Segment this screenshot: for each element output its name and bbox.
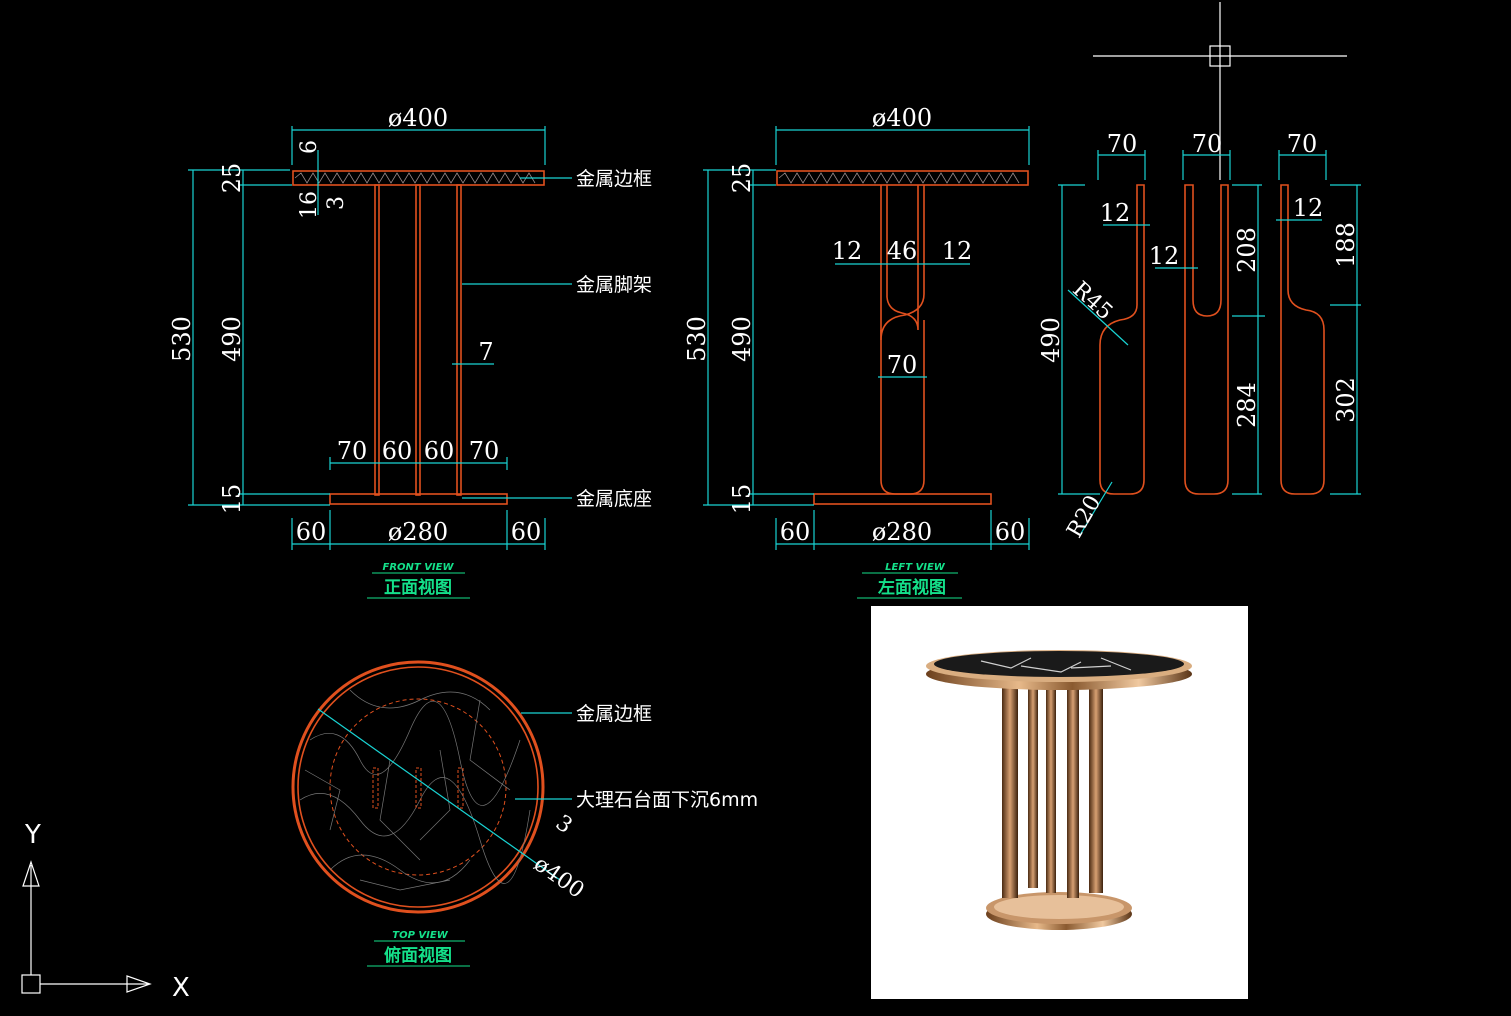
front-dim-3: 3 [324,196,349,210]
top-view-title-en: TOP VIEW [392,930,448,941]
table-render [926,650,1192,930]
leg2-width: 70 [1192,130,1223,158]
left-dim-25: 25 [728,163,756,194]
leg3-upper: 188 [1332,222,1360,268]
front-dim-70a: 70 [337,437,368,465]
front-dim-60l: 60 [296,518,327,546]
ucs-icon: Y X [21,820,190,1003]
front-label-frame: 金属边框 [576,168,652,190]
front-dim-15: 15 [218,484,246,515]
leg1-radius-45: R45 [1067,277,1117,325]
top-view: 金属边框 大理石台面下沉6mm 3 ø400 TOP VIEW 俯面视图 [291,660,758,967]
front-view-title-cn: 正面视图 [384,577,452,598]
leg3-thickness: 12 [1293,194,1324,222]
top-label-frame: 金属边框 [576,703,652,725]
leg1-height: 490 [1037,317,1065,363]
ucs-y-label: Y [24,820,41,850]
front-dim-60a: 60 [382,437,413,465]
front-dim-60r: 60 [511,518,542,546]
leg1-radius-20: R20 [1062,491,1106,542]
leg3-lower: 302 [1332,377,1360,423]
front-dim-25: 25 [218,163,246,194]
leg2-thickness: 12 [1149,242,1180,270]
leg2-upper: 208 [1233,227,1261,273]
leg2-lower: 284 [1233,382,1261,428]
top-label-marble: 大理石台面下沉6mm [576,789,758,811]
left-dim-46: 46 [887,237,918,265]
left-base-diameter: ø280 [872,518,932,546]
front-view-title-en: FRONT VIEW [382,562,454,573]
leg-details: 70 12 490 R45 R20 70 12 208 284 70 12 [1037,130,1361,542]
front-dim-530: 530 [168,316,196,362]
leg1-thickness: 12 [1100,199,1131,227]
left-dim-15: 15 [728,484,756,515]
left-dim-70: 70 [887,351,918,379]
top-diameter: ø400 [529,852,589,904]
front-view: ø400 530 490 25 15 6 16 3 金属边框 金属脚架 金属底座 [168,104,652,599]
top-view-title-cn: 俯面视图 [384,945,452,966]
front-dim-490: 490 [218,316,246,362]
ucs-x-label: X [172,973,190,1003]
leg3-width: 70 [1287,130,1318,158]
front-dim-60b: 60 [424,437,455,465]
front-dim-7: 7 [478,338,493,366]
front-dim-70b: 70 [469,437,500,465]
left-dim-530: 530 [683,316,711,362]
front-base-diameter: ø280 [388,518,448,546]
front-top-diameter: ø400 [388,104,448,132]
left-view: ø400 530 490 25 15 12 46 12 70 60 ø280 6… [683,104,1030,599]
product-photo [871,606,1248,999]
front-label-legs: 金属脚架 [576,274,652,296]
left-dim-60r: 60 [995,518,1026,546]
front-dim-6: 6 [297,140,322,154]
left-dim-12b: 12 [942,237,973,265]
left-dim-490: 490 [728,316,756,362]
left-top-diameter: ø400 [872,104,932,132]
left-dim-60l: 60 [780,518,811,546]
crosshair-cursor [1093,2,1347,180]
left-view-title-en: LEFT VIEW [885,562,946,573]
left-dim-12a: 12 [832,237,863,265]
leg1-width: 70 [1107,130,1138,158]
front-label-base: 金属底座 [576,488,652,510]
front-dim-16: 16 [297,191,322,219]
left-view-title-cn: 左面视图 [878,577,946,598]
top-dim-3: 3 [551,810,577,839]
